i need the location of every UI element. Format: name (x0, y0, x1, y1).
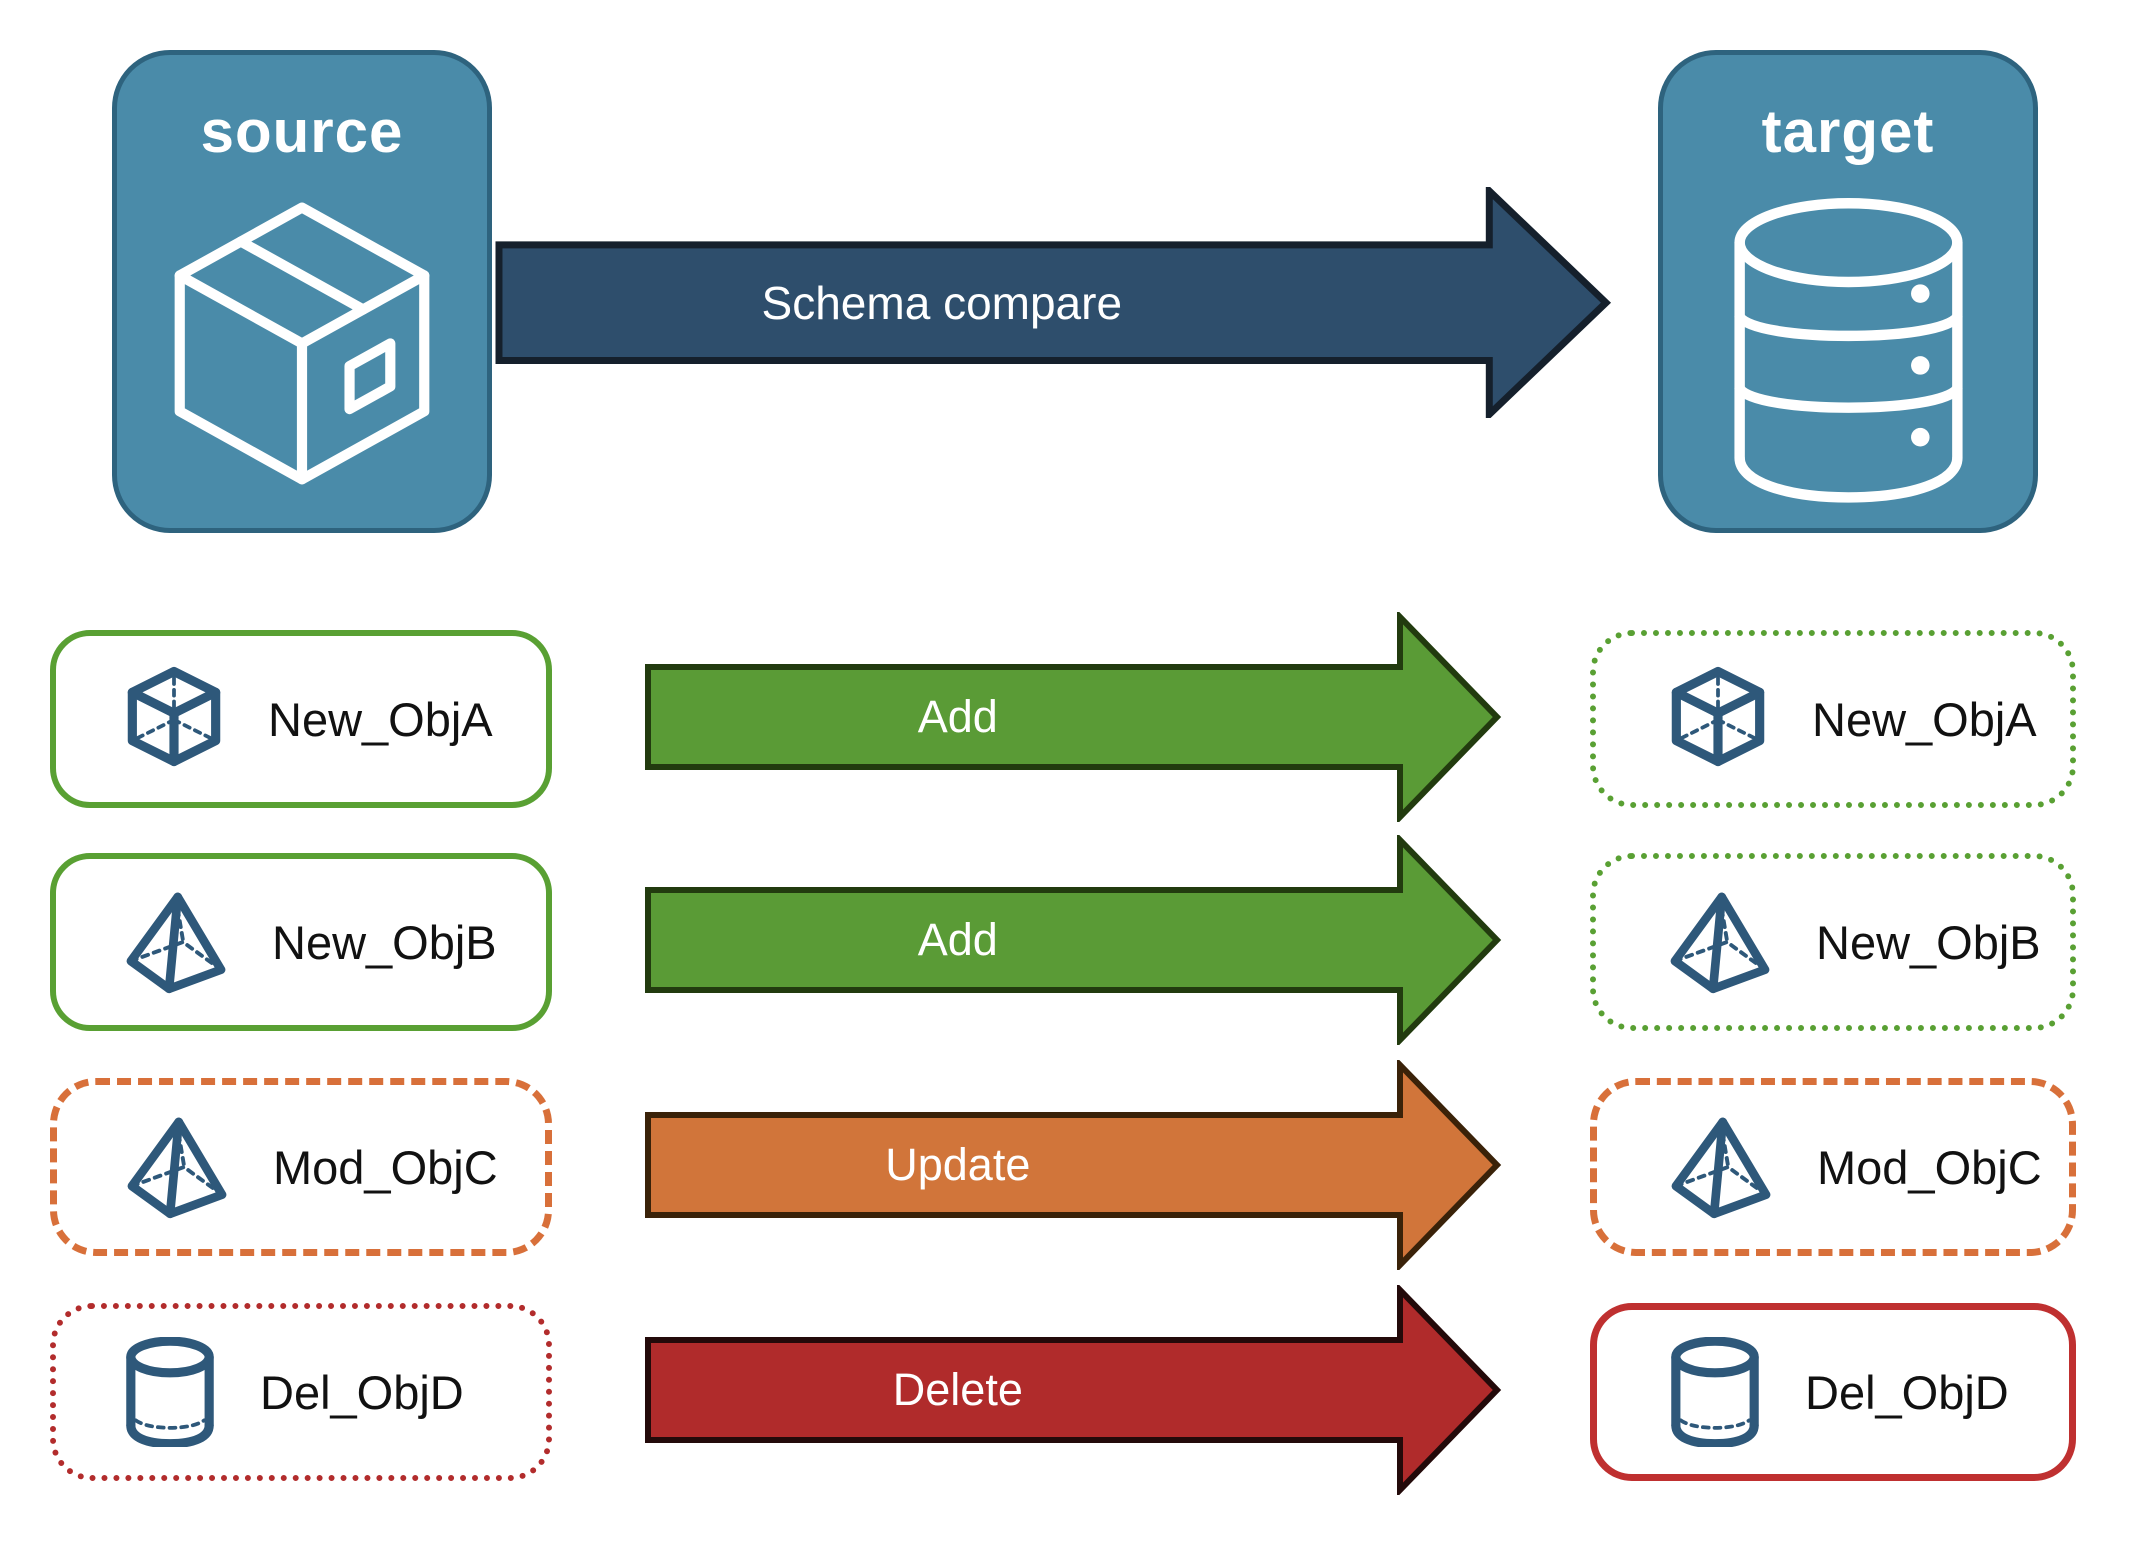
database-icon (1721, 194, 1976, 509)
target-panel: target (1658, 50, 2038, 533)
source-object-card-new-obja: New_ObjA (50, 630, 552, 808)
update-arrow-row3: Update (645, 1060, 1502, 1270)
source-object-card-del-objd: Del_ObjD (50, 1303, 552, 1481)
pyramid-icon (1668, 890, 1772, 994)
delete-arrow-label: Delete (892, 1364, 1023, 1415)
cylinder-icon (124, 1337, 216, 1447)
add-arrow-label: Add (917, 914, 998, 965)
object-label: New_ObjB (1816, 915, 2041, 969)
object-label: New_ObjA (268, 692, 493, 746)
source-object-card-new-objb: New_ObjB (50, 853, 552, 1031)
add-arrow-row2: Add (645, 835, 1502, 1045)
target-object-card-new-objb: New_ObjB (1590, 853, 2076, 1031)
source-panel-label: source (200, 98, 404, 165)
object-label: Del_ObjD (1805, 1365, 2009, 1419)
cylinder-icon (1669, 1337, 1761, 1447)
object-label: Mod_ObjC (1817, 1140, 2042, 1194)
add-arrow-label: Add (917, 691, 998, 742)
schema-compare-arrow-label: Schema compare (761, 277, 1123, 329)
source-object-card-mod-objc: Mod_ObjC (50, 1078, 552, 1256)
update-arrow-label: Update (885, 1139, 1031, 1190)
pyramid-icon (1669, 1115, 1773, 1219)
package-box-icon (162, 194, 442, 494)
pyramid-icon (124, 890, 228, 994)
schema-compare-arrow-shape (495, 187, 1612, 419)
object-label: New_ObjA (1812, 692, 2037, 746)
target-object-card-mod-objc: Mod_ObjC (1590, 1078, 2076, 1256)
target-object-card-new-obja: New_ObjA (1590, 630, 2076, 808)
delete-arrow-row4: Delete (645, 1285, 1502, 1495)
cube-icon (124, 666, 224, 772)
object-label: Mod_ObjC (273, 1140, 498, 1194)
cube-icon (1668, 666, 1768, 772)
target-panel-label: target (1761, 98, 1935, 165)
object-label: New_ObjB (272, 915, 497, 969)
add-arrow-row1: Add (645, 612, 1502, 822)
target-object-card-del-objd: Del_ObjD (1590, 1303, 2076, 1481)
schema-compare-arrow: Schema compare (495, 187, 1612, 419)
pyramid-icon (125, 1115, 229, 1219)
source-panel: source (112, 50, 492, 533)
object-label: Del_ObjD (260, 1365, 464, 1419)
